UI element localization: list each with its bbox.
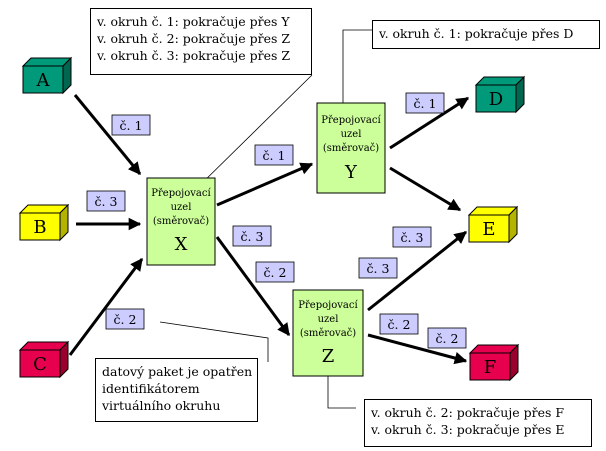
arrow-y-e [389, 166, 462, 212]
circuit-label-c-x: č. 2 [105, 308, 145, 330]
circuit-label-z-e-1: č. 3 [392, 226, 432, 248]
switch-x: Přepojovací uzel (směrovač) X [146, 177, 216, 266]
packet-note-line-1: datový paket je opatřen [102, 364, 253, 379]
callout-z-routing-table: v. okruh č. 2: pokračuje přes F v. okruh… [364, 399, 592, 447]
endpoint-c-face [19, 349, 61, 378]
switch-y-line1: Přepojovací [321, 115, 381, 126]
endpoint-a: A [21, 56, 73, 95]
circuit-label-z-f-1-text: č. 2 [388, 317, 411, 332]
endpoint-b-label: B [33, 217, 46, 238]
switch-y-line2: uzel [341, 129, 362, 140]
switch-z: Přepojovací uzel (směrovač) Z [292, 289, 364, 377]
callout-packet-note: datový paket je opatřen identifikátorem … [95, 358, 258, 422]
circuit-label-x-z-2-text: č. 2 [264, 265, 287, 280]
circuit-label-z-f-2-text: č. 2 [436, 331, 459, 346]
connector-y-table [342, 29, 372, 112]
z-table-row-1: v. okruh č. 2: pokračuje přes F [371, 405, 565, 420]
endpoint-a-label: A [36, 70, 51, 91]
circuit-labels: č. 1 č. 3 č. 2 č. 1 č. 3 č. 2 č. 1 č. 3 [86, 92, 467, 349]
endpoint-d: D [474, 75, 526, 114]
circuit-label-z-e-2-text: č. 3 [367, 261, 390, 276]
endpoint-d-face [475, 84, 517, 113]
circuit-label-a-x-text: č. 1 [120, 118, 143, 133]
circuit-label-x-y: č. 1 [254, 144, 294, 166]
circuit-label-x-y-text: č. 1 [263, 148, 286, 163]
callout-y-routing-table: v. okruh č. 1: pokračuje přes D [372, 20, 600, 49]
arrow-z-f [367, 333, 468, 365]
endpoint-e-label: E [482, 219, 495, 240]
endpoint-a-face [22, 65, 64, 94]
data-arrows [68, 94, 470, 365]
switch-x-box [146, 177, 216, 266]
circuit-label-b-x-text: č. 3 [95, 194, 118, 209]
endpoint-c: C [18, 340, 70, 379]
arrow-a-x [73, 94, 142, 175]
switch-y-box [316, 102, 386, 194]
endpoint-f-label: F [484, 357, 497, 378]
endpoint-f: F [468, 343, 520, 382]
arrow-z-e [367, 230, 467, 312]
arrow-x-y [216, 162, 314, 207]
circuit-label-z-e-2: č. 3 [358, 257, 398, 279]
circuit-label-b-x: č. 3 [86, 190, 126, 212]
arrow-y-d [389, 96, 470, 150]
switch-y: Přepojovací uzel (směrovač) Y [316, 102, 386, 194]
y-table-row-1: v. okruh č. 1: pokračuje přes D [379, 26, 574, 41]
callout-connectors [159, 29, 372, 409]
switch-z-line3: (směrovač) [300, 328, 356, 339]
packet-note-line-3: virtuálního okruhu [102, 398, 221, 413]
endpoint-c-label: C [33, 354, 47, 375]
x-table-row-2: v. okruh č. 2: pokračuje přes Z [97, 31, 291, 46]
switch-z-line2: uzel [318, 314, 339, 325]
connector-packet-note [159, 321, 269, 362]
circuit-label-y-d: č. 1 [405, 92, 445, 114]
circuit-label-z-e-1-text: č. 3 [401, 230, 424, 245]
circuit-label-c-x-text: č. 2 [114, 312, 137, 327]
endpoint-b: B [18, 203, 70, 242]
connector-z-table [327, 376, 356, 409]
arrow-x-z [215, 236, 291, 337]
switch-y-line3: (směrovač) [323, 143, 379, 154]
switch-z-box [292, 289, 364, 377]
switch-z-line1: Přepojovací [298, 300, 358, 311]
endpoint-f-face [469, 352, 511, 381]
switch-z-name: Z [322, 346, 335, 367]
circuit-label-z-f-2: č. 2 [427, 327, 467, 349]
x-table-row-1: v. okruh č. 1: pokračuje přes Y [97, 14, 290, 29]
arrow-c-x [68, 257, 144, 356]
callout-x-routing-table: v. okruh č. 1: pokračuje přes Y v. okruh… [90, 8, 312, 75]
endpoint-e-face [468, 214, 510, 243]
packet-note-line-2: identifikátorem [102, 381, 200, 396]
endpoint-e: E [467, 205, 519, 244]
switch-y-name: Y [344, 162, 358, 183]
z-table-row-2: v. okruh č. 3: pokračuje přes E [371, 422, 565, 437]
circuit-label-z-f-1: č. 2 [379, 313, 419, 335]
switch-x-line2: uzel [171, 202, 192, 213]
switch-x-line3: (směrovač) [153, 216, 209, 227]
circuit-label-y-d-text: č. 1 [414, 96, 437, 111]
x-table-row-3: v. okruh č. 3: pokračuje přes Z [97, 48, 291, 63]
switch-x-name: X [175, 234, 188, 255]
endpoint-d-label: D [489, 89, 503, 110]
circuit-label-x-z-1: č. 3 [232, 225, 272, 247]
circuit-label-a-x: č. 1 [111, 114, 151, 136]
switch-x-line1: Přepojovací [151, 188, 211, 199]
circuit-label-x-z-2: č. 2 [255, 261, 295, 283]
endpoint-b-face [19, 212, 61, 241]
circuit-label-x-z-1-text: č. 3 [241, 229, 264, 244]
connector-x-table [194, 74, 313, 191]
